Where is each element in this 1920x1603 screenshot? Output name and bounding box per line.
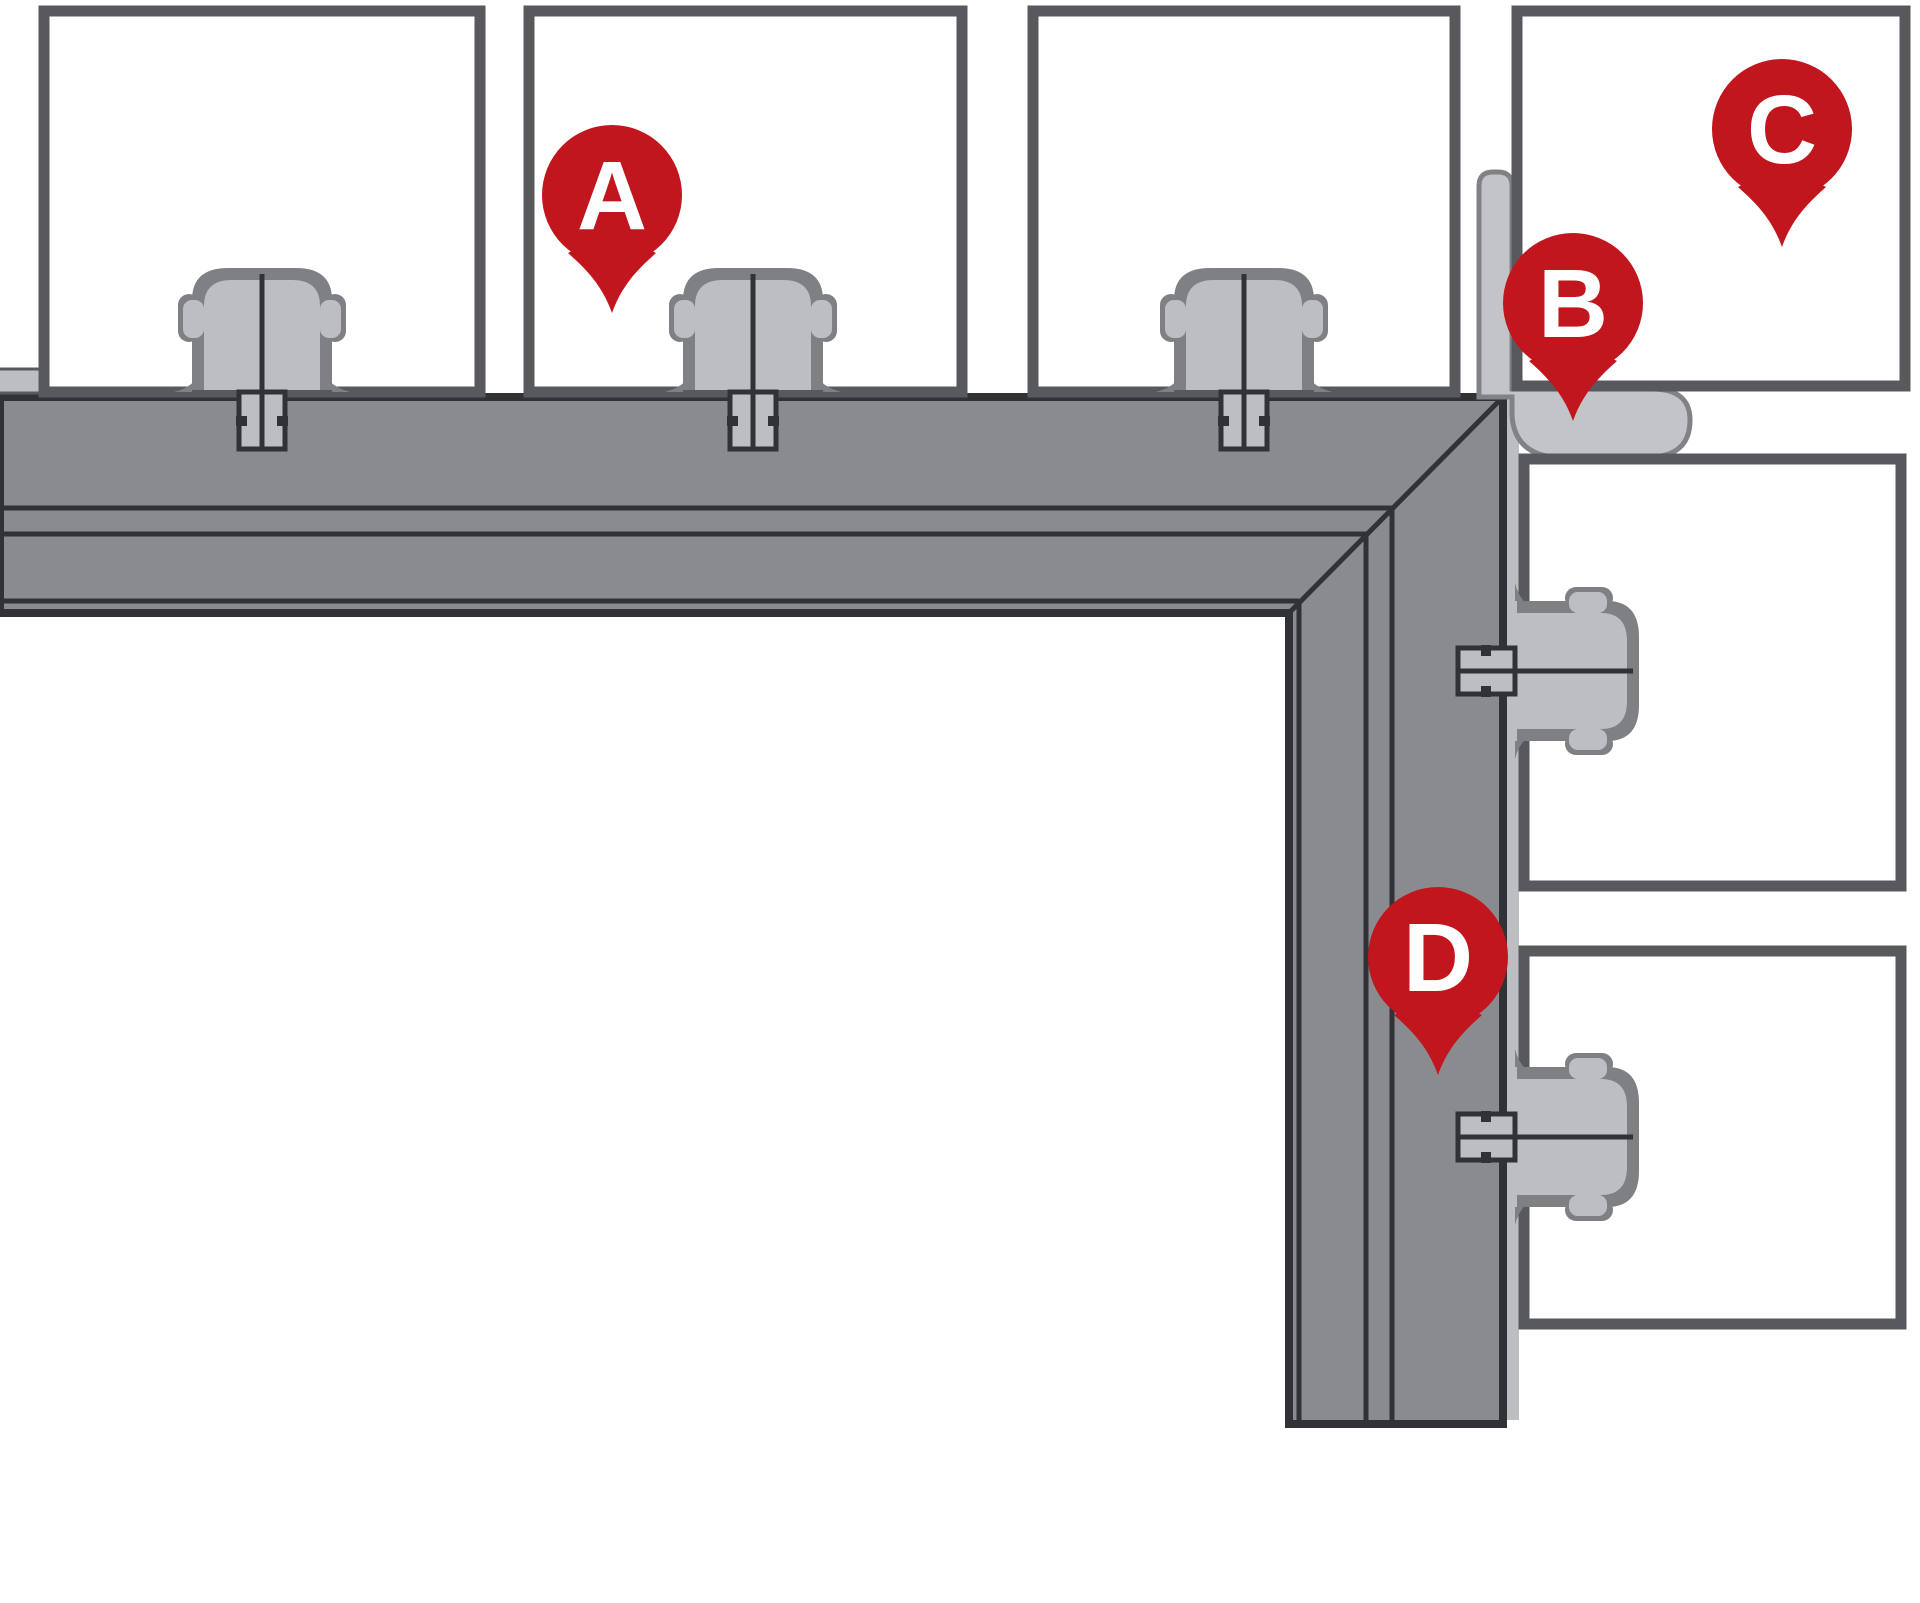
pin-head (1503, 233, 1643, 373)
marker-pin-d: D (1368, 887, 1508, 1075)
marker-pin-a: A (542, 125, 682, 313)
pin-head (542, 125, 682, 265)
marker-pin-c: C (1712, 59, 1852, 247)
pin-d-label: D (1403, 903, 1473, 1012)
starter-strip-tab (0, 367, 42, 395)
corner-angle-bracket (1476, 169, 1693, 460)
joist-profile-lines (0, 395, 1505, 1424)
pin-c-label: C (1747, 75, 1817, 184)
pin-head (1368, 887, 1508, 1027)
marker-pin-b: B (1503, 233, 1643, 421)
frame-joist (0, 393, 1507, 1428)
joist-body (0, 393, 1507, 1428)
pin-a-label: A (577, 141, 647, 250)
miter-joint-line (1287, 395, 1505, 615)
joist-edge-lip (1507, 399, 1519, 1420)
pin-head (1712, 59, 1852, 199)
pin-b-label: B (1538, 249, 1608, 358)
